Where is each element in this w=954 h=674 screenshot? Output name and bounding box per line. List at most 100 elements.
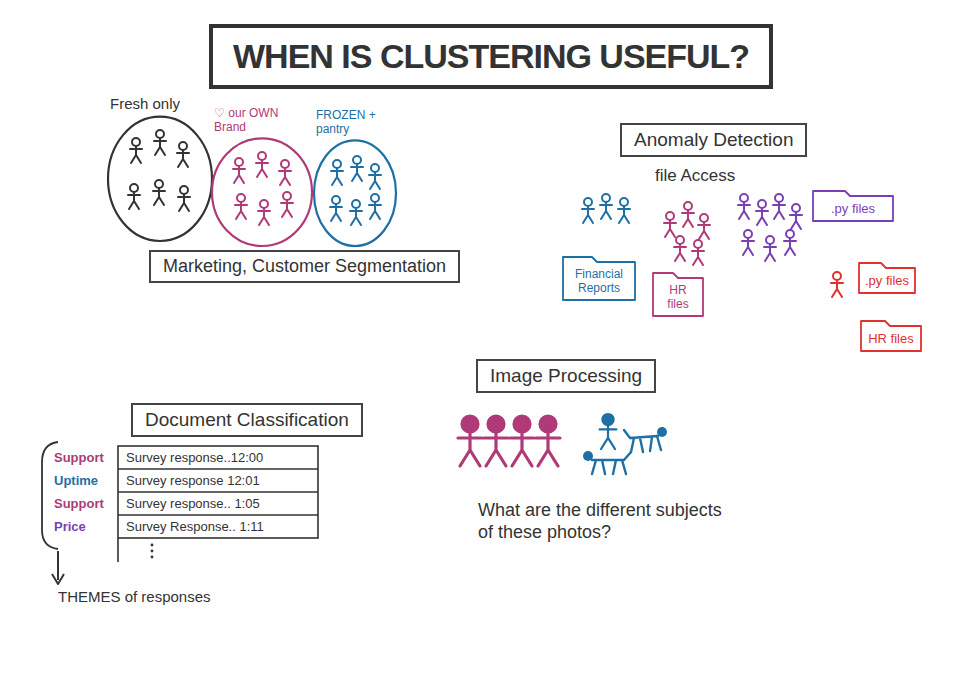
table-cell: Survey Response.. 1:11 [126,519,264,535]
stick-figure [600,414,617,449]
stick-figure [130,138,142,163]
node-label: .py files [818,201,888,216]
title-box: WHEN IS CLUSTERING USEFUL? [209,24,773,89]
figure-group [738,194,802,261]
stick-figure [698,214,710,239]
stick-figure [773,194,785,219]
table-cell: Survey response 12:01 [126,473,260,489]
theme-tag: Support [54,450,104,466]
table-cell: Survey response.. 1:05 [126,496,260,512]
section-box: Marketing, Customer Segmentation [149,250,460,283]
stick-figure [235,194,247,219]
folder-shape [563,257,635,300]
figure-group [233,152,293,225]
sub-heading: file Access [655,166,735,186]
stick-figure [279,160,291,185]
stick-figure [258,200,270,225]
node-label: HR files [866,331,916,346]
folder-shape [859,263,915,293]
theme-tag: Support [54,496,104,512]
stick-figure [153,180,165,205]
dog-group [583,414,667,474]
cluster-outline [106,95,214,243]
stick-figure [764,236,776,261]
node-label: .py files [864,273,910,288]
stick-figure [536,416,560,466]
survey-table [118,446,318,562]
stick-figure [154,130,166,155]
dog-body [624,430,661,452]
node-label: HR files [658,283,698,311]
cluster-ellipse [314,140,396,246]
dot [151,550,154,553]
figure-group [664,202,710,265]
stick-figure [682,202,694,227]
node-label: Document Classification [145,409,349,431]
stick-figure [664,212,676,237]
dot [151,556,154,559]
node-label: Marketing, Customer Segmentation [163,256,446,277]
stick-figure [256,152,268,177]
ellipsis-dots [151,544,154,559]
figure-group [831,272,843,297]
stick-figure [350,200,362,225]
stick-figure [790,204,802,229]
folder-shape [861,321,921,351]
stick-figure [784,230,796,255]
dog-body [592,452,631,474]
stick-figure [692,240,704,265]
segment-cluster: FROZEN + pantry [312,108,398,248]
stick-figure [331,160,343,185]
node-label: Financial Reports [568,267,630,295]
figure-group [128,130,190,211]
folder-shape [653,273,703,316]
stick-figure [330,196,342,221]
stick-figure [458,416,482,466]
arrow-head [52,574,64,584]
section-box: Anomaly Detection [620,123,807,157]
file-folder: HR files [860,320,922,351]
file-folder: Financial Reports [562,256,636,300]
dot [151,544,154,547]
stick-figure [178,186,190,211]
stick-figure [738,194,750,219]
stick-figure [177,142,189,167]
section-box: Document Classification [131,403,363,437]
table-rules [118,469,318,562]
stick-figure [742,230,754,255]
file-folder: .py files [812,190,894,221]
section-box: Image Processing [476,359,656,393]
stick-figure [233,158,245,183]
node-label: FROZEN + pantry [316,108,378,136]
stick-figure [510,416,534,466]
file-folder: HR files [652,272,704,316]
stick-figure [600,194,612,219]
figure-group [458,416,560,466]
stick-figure [369,164,381,189]
stick-figure [831,272,843,297]
stick-figure [369,194,381,219]
cluster-ellipse [108,117,212,241]
file-folder: .py files [858,262,916,293]
node-label: Image Processing [490,365,642,387]
note: THEMES of responses [58,588,211,606]
question-note: What are the different subjects of these… [478,500,728,543]
theme-tag: Uptime [54,473,98,489]
table-cell: Survey response..12:00 [126,450,263,466]
segment-cluster: ♡ our OWN Brand [210,106,314,248]
stick-figure [756,200,768,225]
stick-figure [351,156,363,181]
figure-group [582,194,630,223]
stick-figure [618,198,630,223]
cluster-ellipse [212,138,312,246]
node-label: Fresh only [110,95,210,113]
segment-cluster: Fresh only [106,95,214,243]
node-label: ♡ our OWN Brand [214,106,288,134]
figure-group [330,156,381,225]
stick-figure [484,416,508,466]
title: WHEN IS CLUSTERING USEFUL? [233,36,749,77]
node-label: Anomaly Detection [634,129,793,151]
stick-figure [674,236,686,261]
stick-figure [128,184,140,209]
